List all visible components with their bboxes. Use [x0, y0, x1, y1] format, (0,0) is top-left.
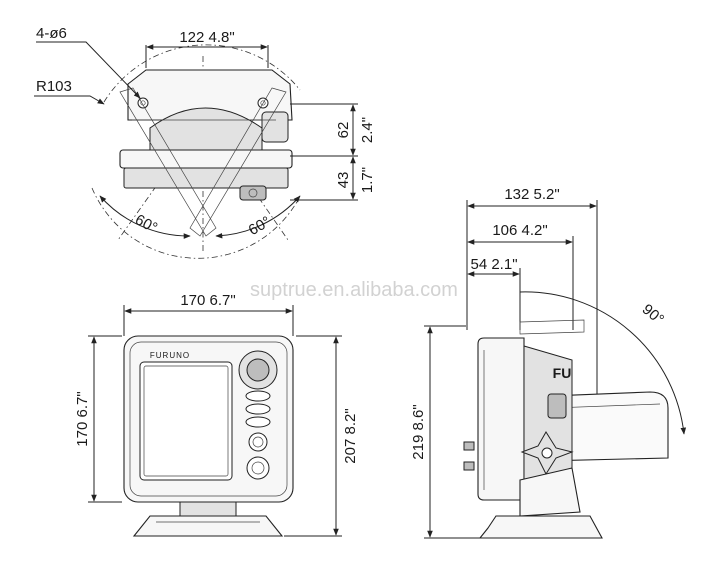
connector: [463, 461, 475, 471]
swing-arc-upper: [103, 44, 301, 103]
height-upper-in: 2.4": [359, 117, 376, 143]
knob-cap: [239, 185, 267, 201]
front-width-label: 170 6.7": [180, 292, 235, 309]
key-round-inner: [252, 436, 264, 448]
tilt-angle-label: 90°: [639, 301, 667, 329]
radius-leader: [34, 95, 105, 105]
height-upper-mm: 62: [335, 122, 352, 139]
front-view: 170 6.7" FURUNO 170 6.7" 207 8.2": [74, 292, 359, 537]
top-view: 122 4.8" 4-ø6 R103 62 2.4" 43 1.7" 60° 6…: [34, 25, 376, 259]
key-oval: [245, 390, 271, 402]
hole-leader: [36, 41, 141, 99]
cursor-pad-center: [246, 358, 270, 382]
front-height-left-label: 170 6.7": [74, 391, 91, 446]
connector: [463, 441, 475, 451]
height-lower-mm: 43: [335, 172, 352, 189]
swing-ghost-right: [189, 87, 287, 237]
stand-base: [132, 515, 284, 537]
power-key-inner: [251, 461, 265, 475]
bracket-plate: [127, 69, 293, 121]
height-lower-in: 1.7": [359, 167, 376, 193]
tilt-knob-center: [541, 447, 553, 459]
brand-logo: FURUNO: [150, 351, 190, 360]
angle-left-label: 60°: [132, 211, 160, 237]
side-knob: [261, 111, 289, 143]
angle-arc-left: [99, 195, 191, 239]
stand-base-side: [478, 515, 603, 539]
stand-neck: [179, 501, 237, 517]
unit-side-body: [477, 337, 525, 501]
key-oval: [245, 403, 271, 415]
stand-arm: [519, 467, 581, 517]
power-key: [246, 456, 270, 480]
watermark-text: suptrue.en.alibaba.com: [250, 279, 458, 301]
tilt-arc: [519, 291, 687, 435]
display-screen: [139, 361, 233, 481]
display-inner: [143, 365, 229, 477]
width-label: 122 4.8": [179, 29, 234, 46]
unit-bezel-top: [119, 149, 293, 169]
side-view: 132 5.2" 106 4.2" 54 2.1" 90° FU 219: [410, 186, 687, 539]
depth-mid-label: 106 4.2": [492, 222, 547, 239]
key-round: [248, 432, 268, 452]
side-knob-cap: [547, 393, 567, 419]
swing-ghost-left: [119, 87, 217, 237]
key-oval: [245, 416, 271, 428]
unit-front-edge: [123, 167, 289, 189]
mount-hole-inner: [260, 100, 266, 106]
radius-label: R103: [36, 78, 72, 95]
side-logo: FU: [553, 365, 572, 381]
side-height-label: 219 8.6": [410, 404, 427, 459]
unit-bezel: [129, 341, 288, 497]
hole-label: 4-ø6: [36, 25, 67, 42]
depth-total-label: 132 5.2": [504, 186, 559, 203]
depth-front-label: 54 2.1": [470, 256, 517, 273]
ghost-top: [519, 319, 585, 335]
angle-arc-right: [215, 195, 301, 239]
angle-right-label: 60°: [246, 213, 274, 239]
front-height-right-label: 207 8.2": [342, 408, 359, 463]
